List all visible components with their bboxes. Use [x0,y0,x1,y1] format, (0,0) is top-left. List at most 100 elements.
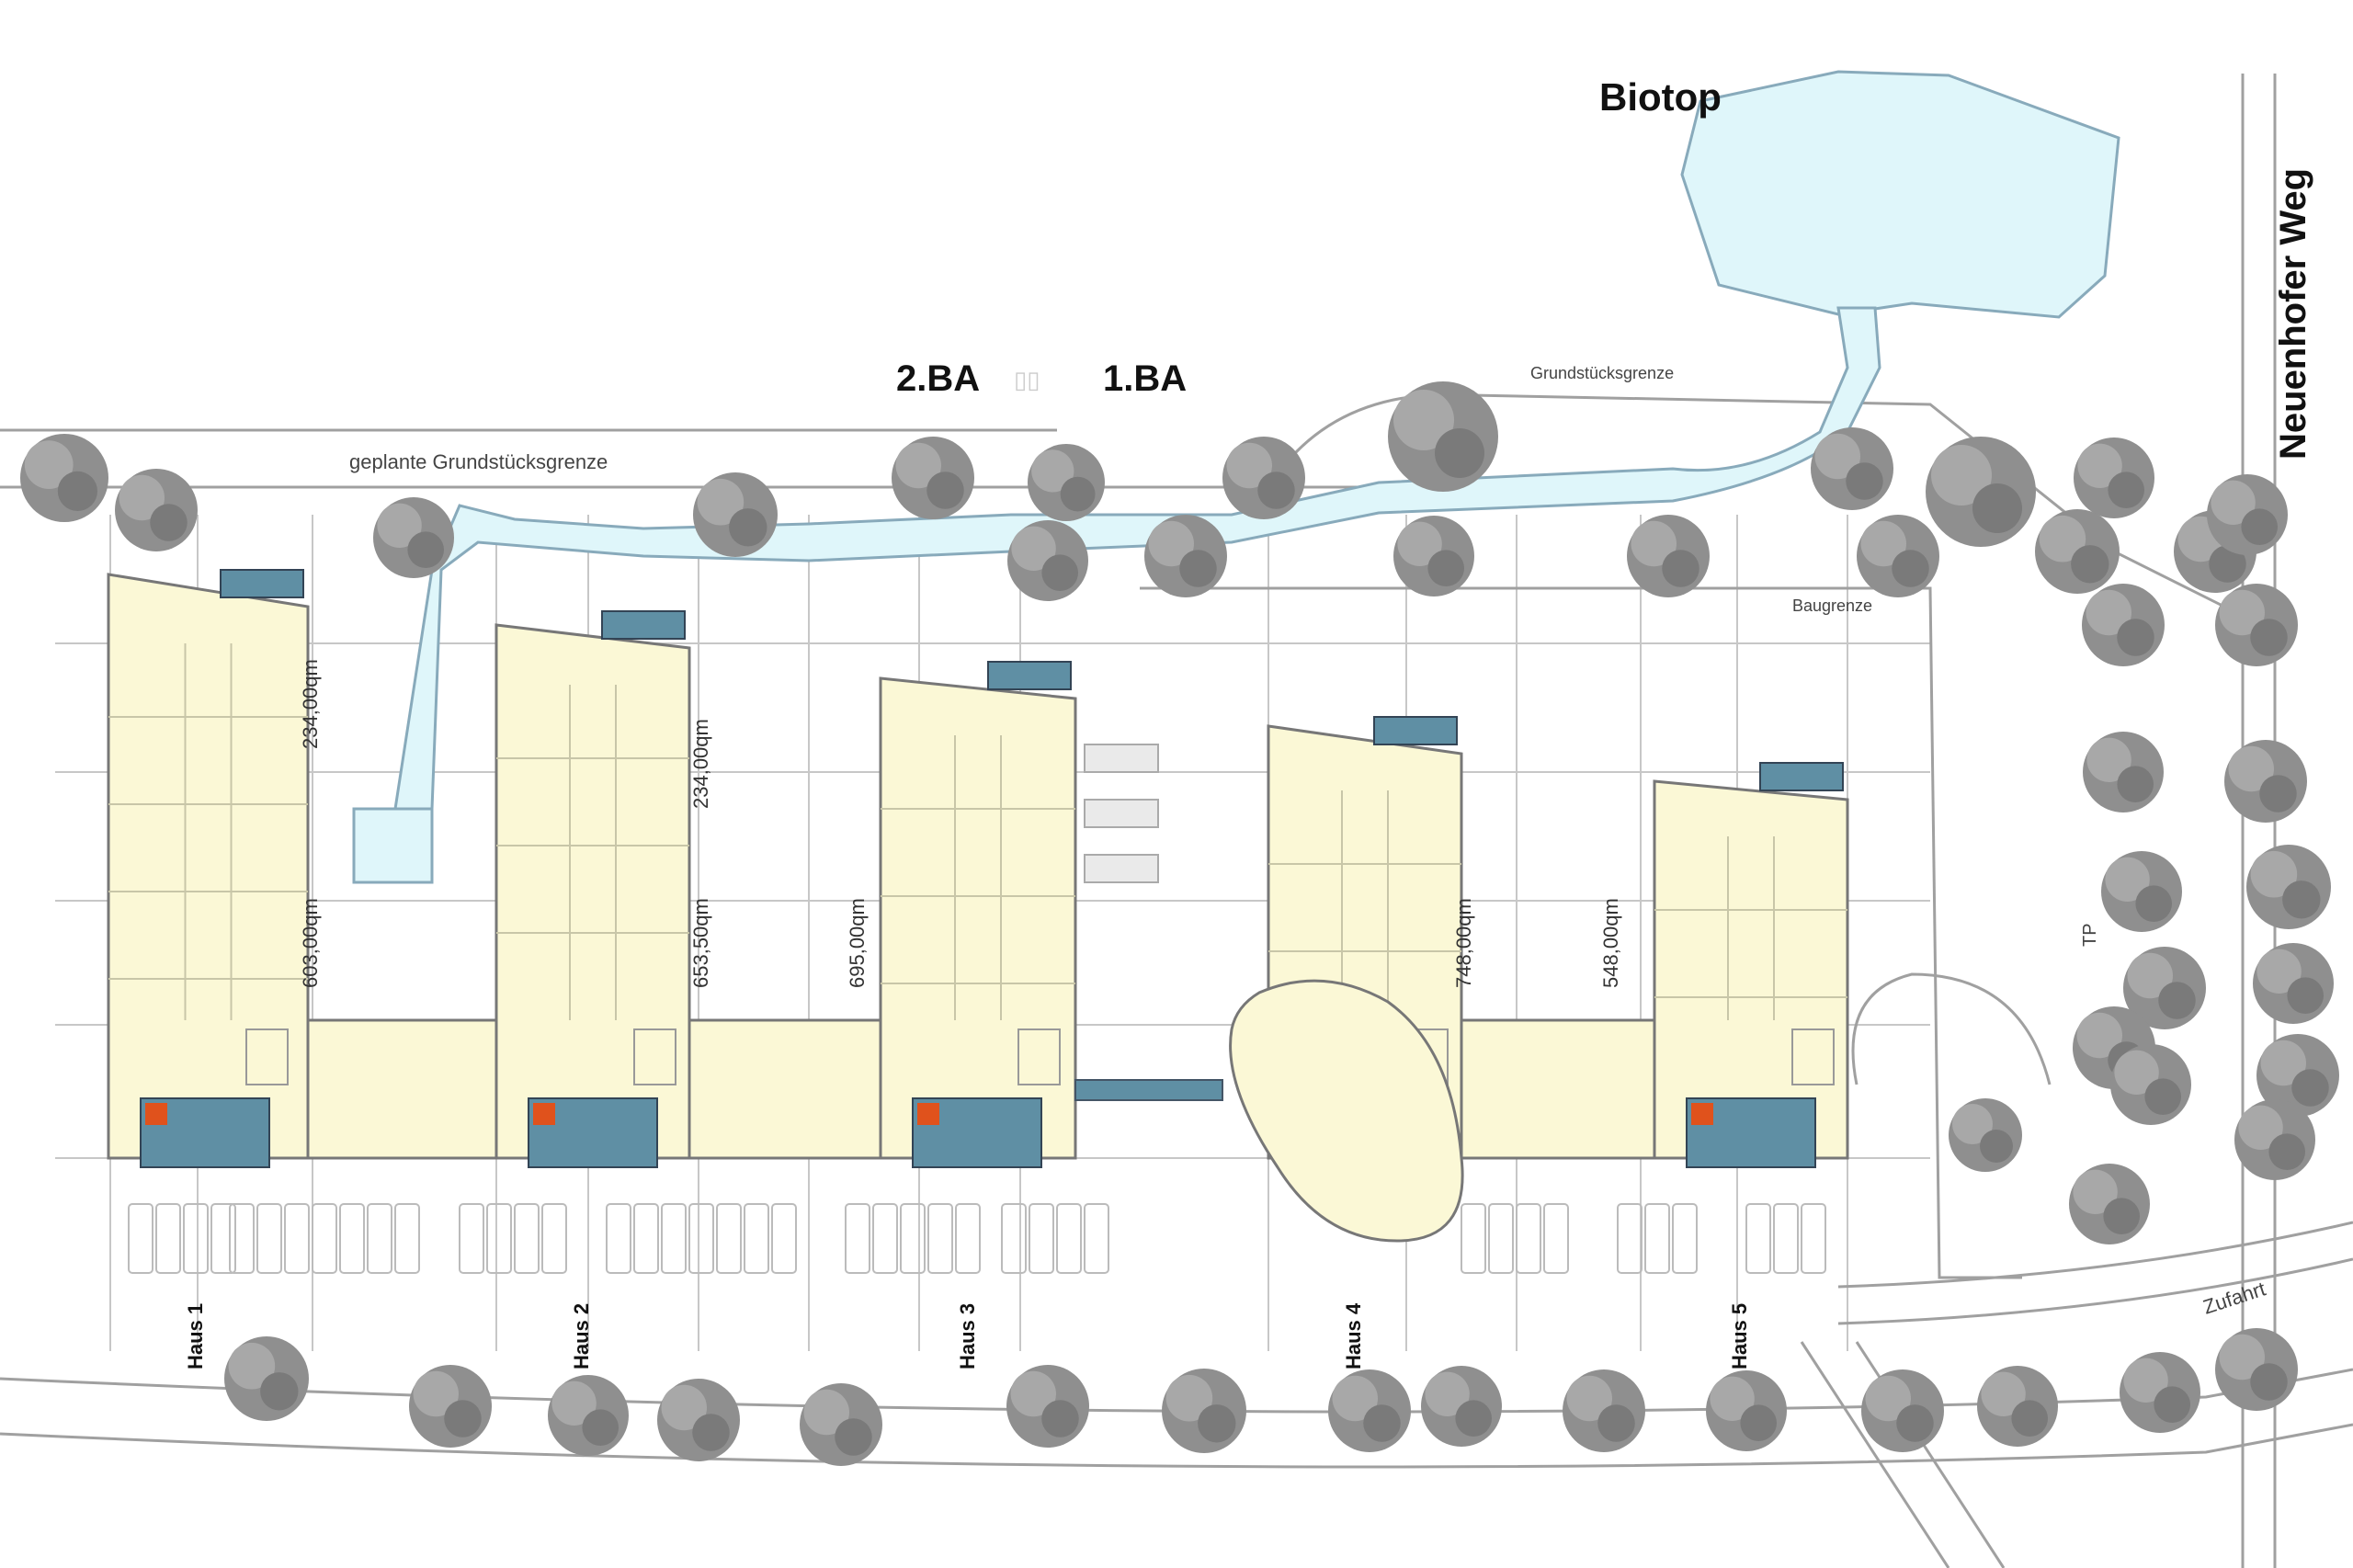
tree-highlight [1031,449,1074,493]
tree-shadow [2011,1400,2048,1437]
parking-space [486,1203,512,1274]
house-3-wing [879,661,1077,1168]
tree-shadow [729,508,767,547]
tree-highlight [1165,1374,1213,1422]
parking-space [339,1203,365,1274]
tree-shadow [150,504,188,541]
tree-highlight [2219,589,2265,636]
tree-shadow [1896,1404,1934,1442]
tree-shadow [260,1372,299,1411]
tree-highlight [803,1389,849,1436]
tree-icon [20,434,108,522]
parking-space [771,1203,797,1274]
tree-highlight [2256,949,2302,994]
parking-space [229,1203,255,1274]
area-lower-label: 548,00qm [1599,898,1622,988]
tree-icon [1007,520,1088,601]
tree-shadow [692,1414,730,1451]
tree-icon [1563,1369,1645,1452]
house-2-wing [494,610,691,1168]
tree-group [20,381,2339,1466]
glass-bridge [1074,1079,1223,1101]
tree-shadow [1455,1400,1492,1437]
parking-space [872,1203,898,1274]
tree-icon [1162,1369,1246,1453]
tree-icon [693,472,778,557]
tree-icon [1861,1369,1944,1452]
tree-highlight [1397,521,1442,566]
tree-icon [2120,1352,2200,1433]
tree-shadow [835,1418,872,1456]
tree-highlight [1931,445,1992,506]
house-5-wing [1653,762,1849,1168]
step-block-1 [1084,744,1159,773]
tree-icon [1949,1098,2022,1172]
tree-shadow [2103,1198,2140,1234]
sanitary-box [1017,1028,1061,1085]
tree-icon [2101,851,2182,932]
tree-highlight [1332,1375,1378,1422]
parking-space [744,1203,769,1274]
tree-highlight [2073,1169,2118,1215]
tree-icon [1977,1366,2058,1447]
parking-space [1488,1203,1514,1274]
central-steps [1084,744,1159,883]
parking-space [1672,1203,1698,1274]
tree-highlight [1631,520,1677,567]
sanitary-box [245,1028,289,1085]
phase-2-label: 2.BA [896,358,980,399]
tree-highlight [413,1370,459,1417]
tree-shadow [2071,545,2109,584]
area-lower-label: 695,00qm [846,898,869,988]
parking-space [541,1203,567,1274]
tree-shadow [582,1409,619,1446]
tree-shadow [2144,1078,2181,1115]
parking-space [1461,1203,1486,1274]
tree-highlight [2077,443,2122,488]
area-lower-label: 653,50qm [689,898,712,988]
area-upper-label: 234,00qm [689,719,712,809]
tree-shadow [2241,508,2278,545]
tree-highlight [1981,1371,2026,1417]
tree-icon [2110,1044,2191,1125]
tp-label: TP [2080,923,2100,947]
tree-highlight [2076,1012,2122,1059]
tree-shadow [2259,775,2297,812]
access-road [1800,1341,1950,1568]
tree-icon [2234,1099,2315,1180]
tree-icon [2256,1034,2339,1117]
phase-divider: ▯▯ [1014,366,1040,393]
tree-shadow [1846,462,1883,500]
house-label: Haus 4 [1342,1302,1365,1369]
tree-icon [373,497,454,578]
tree-highlight [697,478,745,526]
tree-shadow [2291,1069,2329,1107]
parking-space [256,1203,282,1274]
parking-space [1029,1203,1054,1274]
access-road-2 [1855,1341,2006,1568]
bridge-and-rotunda [1074,979,1464,1243]
tree-icon [2215,584,2298,666]
tree-icon [2082,584,2165,666]
tree-highlight [2086,737,2131,782]
tree-highlight [1865,1375,1911,1422]
tree-shadow [2209,545,2246,583]
tree-highlight [2219,1334,2265,1381]
tree-shadow [2117,619,2154,656]
tree-shadow [1597,1404,1635,1442]
tree-highlight [1566,1375,1612,1422]
tree-highlight [1226,442,1272,489]
tree-icon [1393,516,1474,597]
tree-icon [1222,437,1305,519]
tree-icon [1328,1369,1411,1452]
tree-highlight [1710,1376,1755,1422]
planned-boundary-label: geplante Grundstücksgrenze [349,450,608,473]
area-lower-label: 603,00qm [299,898,322,988]
tree-icon [657,1379,740,1461]
stair-marker [1691,1103,1713,1125]
parking-space [128,1203,153,1274]
parking-space [1543,1203,1569,1274]
parking-space [661,1203,687,1274]
tree-highlight [661,1384,707,1431]
